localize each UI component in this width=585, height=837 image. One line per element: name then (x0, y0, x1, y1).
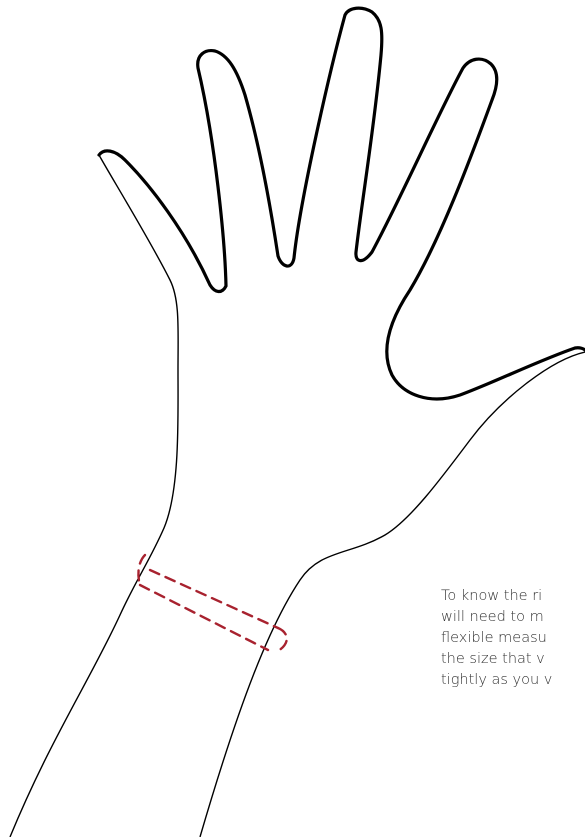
instruction-line: will need to m (441, 607, 585, 628)
instruction-text: To know the ri will need to m flexible m… (441, 586, 585, 691)
hand-outline (99, 8, 585, 399)
wrist-measure-band (138, 555, 286, 652)
instruction-line: flexible measu (441, 628, 585, 649)
instruction-line: tightly as you v (441, 670, 585, 691)
instruction-line: the size that v (441, 649, 585, 670)
instruction-line: To know the ri (441, 586, 585, 607)
palm-left-edge (10, 155, 178, 837)
